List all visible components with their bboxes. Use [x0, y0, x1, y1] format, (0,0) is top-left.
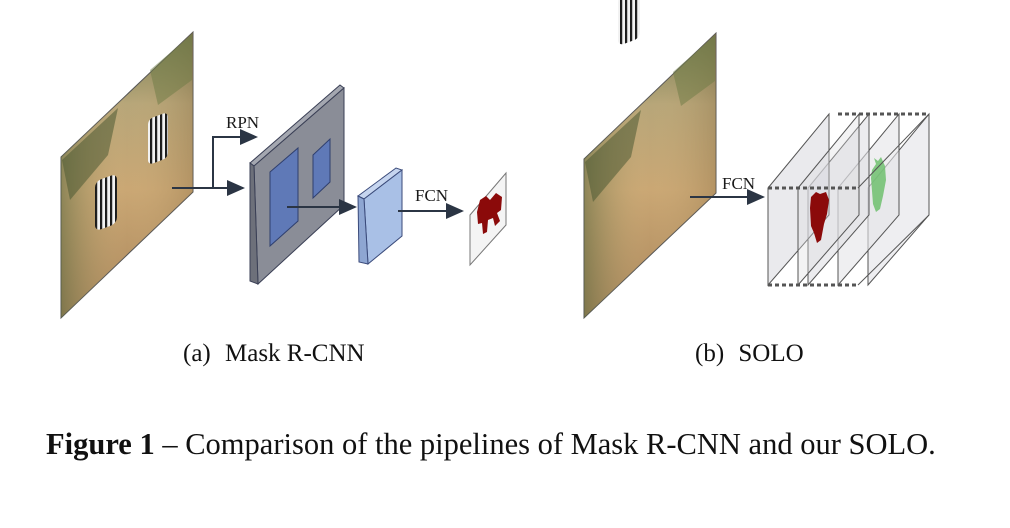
caption-text: Comparison of the pipelines of Mask R-CN…	[185, 427, 936, 461]
caption-dash: –	[154, 427, 186, 461]
subcaption-a-tag: (a)	[183, 340, 211, 367]
arrow-image-to-backbone	[172, 129, 258, 196]
caption-label: Figure 1	[46, 427, 155, 461]
subcaption-b-tag: (b)	[695, 340, 725, 367]
fcn-label-a: FCN	[415, 186, 448, 205]
feature-block	[249, 84, 345, 286]
mask-channel-stack	[767, 112, 930, 287]
input-image-b	[583, 0, 717, 320]
zebra-icon	[618, 0, 640, 45]
input-image-a	[60, 30, 194, 320]
pipeline-figure: RPN FCN	[60, 0, 930, 320]
mask-head-block	[357, 167, 404, 266]
figure-caption: Figure 1 – Comparison of the pipelines o…	[46, 424, 951, 464]
mask-red	[810, 192, 829, 243]
rpn-label: RPN	[226, 113, 259, 132]
output-mask-a	[469, 171, 507, 267]
subcaption-a: (a) Mask R-CNN	[183, 340, 365, 368]
subcaption-b: (b) SOLO	[695, 340, 804, 368]
zebra-icon	[95, 113, 168, 230]
roi-box-large	[269, 146, 299, 248]
fcn-label-b: FCN	[722, 174, 755, 193]
panel-b: FCN	[583, 0, 930, 320]
subcaption-b-text: SOLO	[738, 340, 804, 367]
roi-box-small	[312, 137, 331, 200]
subcaption-a-text: Mask R-CNN	[225, 340, 365, 367]
panel-a: RPN FCN	[60, 30, 507, 320]
